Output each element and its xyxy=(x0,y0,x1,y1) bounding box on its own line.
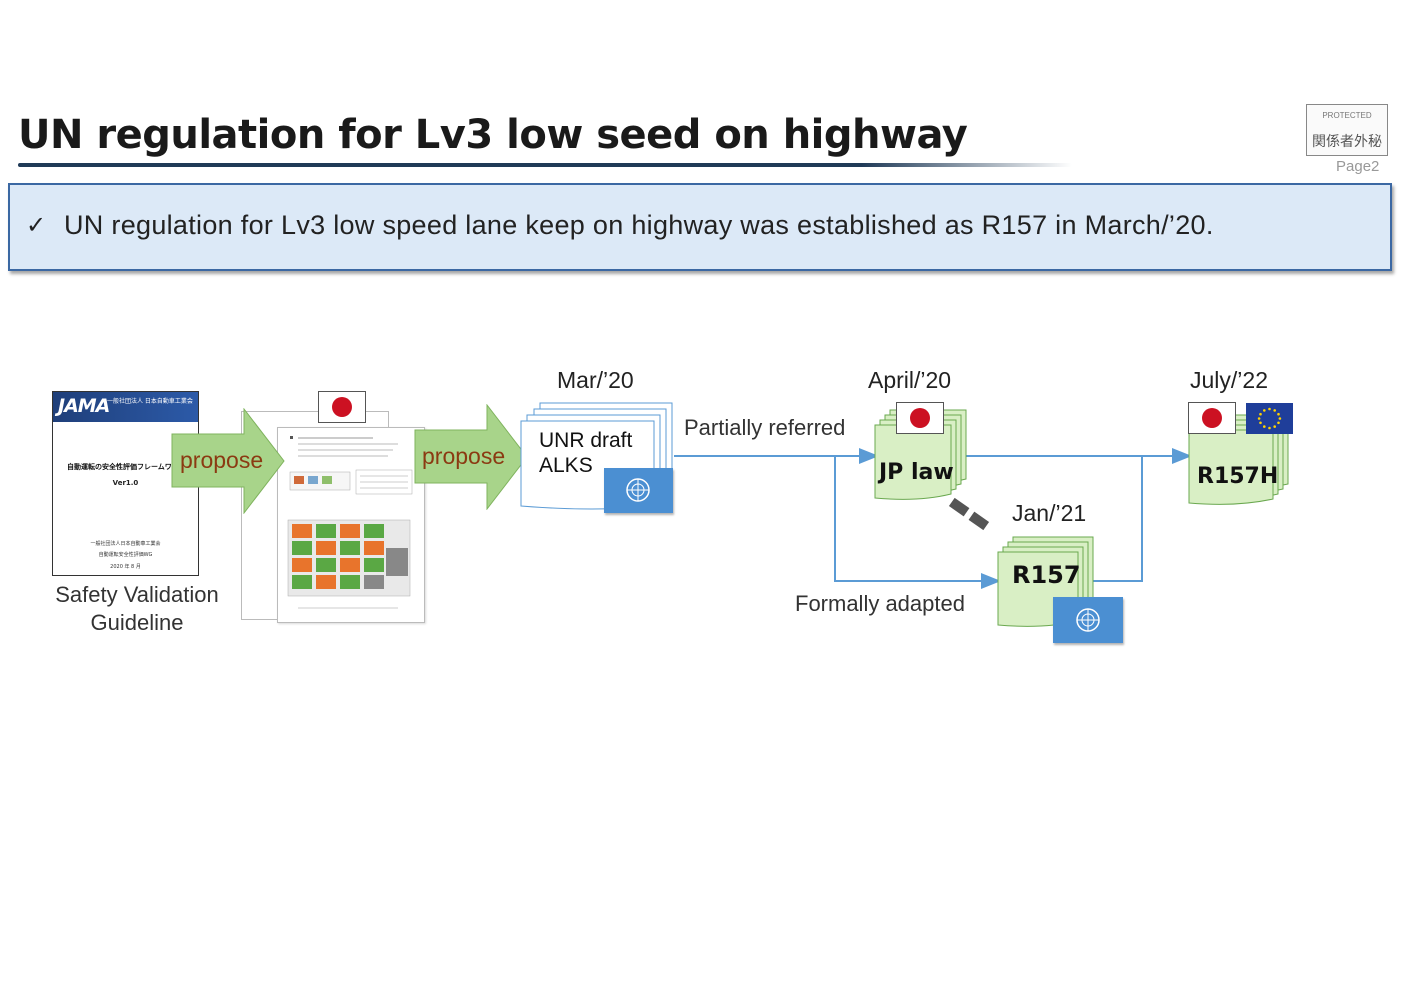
summary-text: UN regulation for Lv3 low speed lane kee… xyxy=(64,210,1214,240)
formally-adapted-label: Formally adapted xyxy=(795,591,965,616)
jama-logo-banner: JAMA 一般社団法人 日本自動車工業会 xyxy=(53,392,198,422)
partially-referred-label: Partially referred xyxy=(684,415,846,440)
unr-date: Mar/’20 xyxy=(557,367,634,393)
jp-law-japan-flag-icon xyxy=(896,402,944,434)
un-emblem xyxy=(626,478,650,502)
jp-law-date: April/’20 xyxy=(868,367,952,393)
unr-draft-label-line2: ALKS xyxy=(539,454,593,477)
jama-doc-title: 自動運転の安全性評価フレームワーク xyxy=(67,463,186,471)
protected-stamp: PROTECTED 関係者外秘 xyxy=(1306,104,1388,156)
un-flag-icon xyxy=(604,468,673,513)
propose-label-1: propose xyxy=(180,447,264,473)
r157-un-flag-icon xyxy=(1053,597,1123,643)
r157h-label: R157H xyxy=(1197,464,1279,489)
unr-draft-label-line1: UNR draft xyxy=(539,429,633,452)
jama-doc-footer-3: 2020 年 8 月 xyxy=(110,564,141,570)
r157h-date: July/’22 xyxy=(1190,367,1268,393)
jama-doc-version: Ver1.0 xyxy=(112,479,139,487)
jama-doc-footer-2: 自動運転安全性評価WG xyxy=(98,552,153,558)
jp-law-label: JP law xyxy=(879,460,954,485)
checkmark-icon: ✓ xyxy=(26,211,47,239)
eu-flag-icon xyxy=(1246,403,1293,434)
stamp-bottom-text: 関係者外秘 xyxy=(1312,134,1382,150)
r157h-japan-flag-icon xyxy=(1188,402,1236,434)
proposal-page-front xyxy=(277,427,425,623)
japan-flag-icon xyxy=(318,391,366,423)
page-title: UN regulation for Lv3 low seed on highwa… xyxy=(18,112,968,158)
eu-stars xyxy=(1257,407,1282,430)
propose-arrow-1 xyxy=(171,408,285,514)
broken-link-icon xyxy=(948,497,990,531)
page-number: Page2 xyxy=(1336,158,1380,175)
guideline-caption-line1: Safety Validation xyxy=(55,582,219,607)
jama-logo: JAMA xyxy=(58,395,110,417)
jama-doc-footer-1: 一般社団法人日本自動車工業会 xyxy=(90,541,161,547)
proposal-page-content xyxy=(287,436,413,609)
stamp-top-text: PROTECTED xyxy=(1322,111,1372,120)
propose-arrow-2 xyxy=(414,404,528,510)
r157-date: Jan/’21 xyxy=(1012,500,1087,526)
jama-org-name: 一般社団法人 日本自動車工業会 xyxy=(107,398,193,405)
propose-label-2: propose xyxy=(422,443,506,469)
un-emblem-2 xyxy=(1076,608,1100,632)
r157-label: R157 xyxy=(1012,561,1081,589)
summary-banner: ✓ UN regulation for Lv3 low speed lane k… xyxy=(8,183,1392,271)
title-underline xyxy=(18,163,1072,167)
guideline-caption-line2: Guideline xyxy=(90,610,184,635)
proposal-grid-cells xyxy=(292,524,384,589)
